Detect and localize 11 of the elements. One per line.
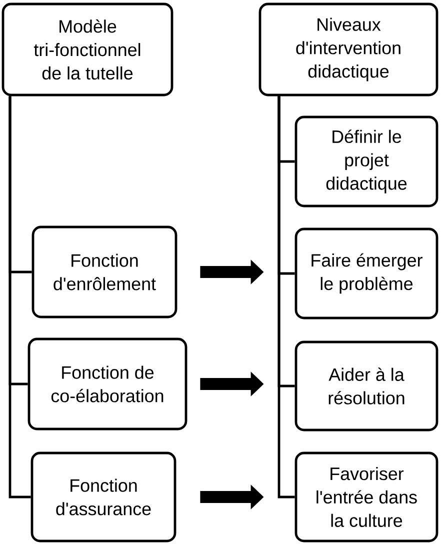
rounded-box: Fonction de co-élaboration: [28, 338, 188, 430]
rounded-box: Aider à la résolution: [294, 340, 438, 432]
rounded-box: Fonction d'enrôlement: [32, 226, 178, 318]
rounded-box: Fonction d'assurance: [30, 452, 176, 542]
connector-line: [278, 96, 295, 498]
rounded-box: Définir le projet didactique: [294, 116, 438, 208]
rounded-box: Favoriser l'entrée dans la culture: [294, 452, 438, 542]
rounded-box: Faire émerger le problème: [294, 228, 438, 320]
heading-box: Modèle tri-fonctionnel de la tutelle: [2, 2, 174, 96]
heading-box: Niveaux d'intervention didactique: [258, 2, 438, 96]
connector-line: [8, 96, 31, 498]
